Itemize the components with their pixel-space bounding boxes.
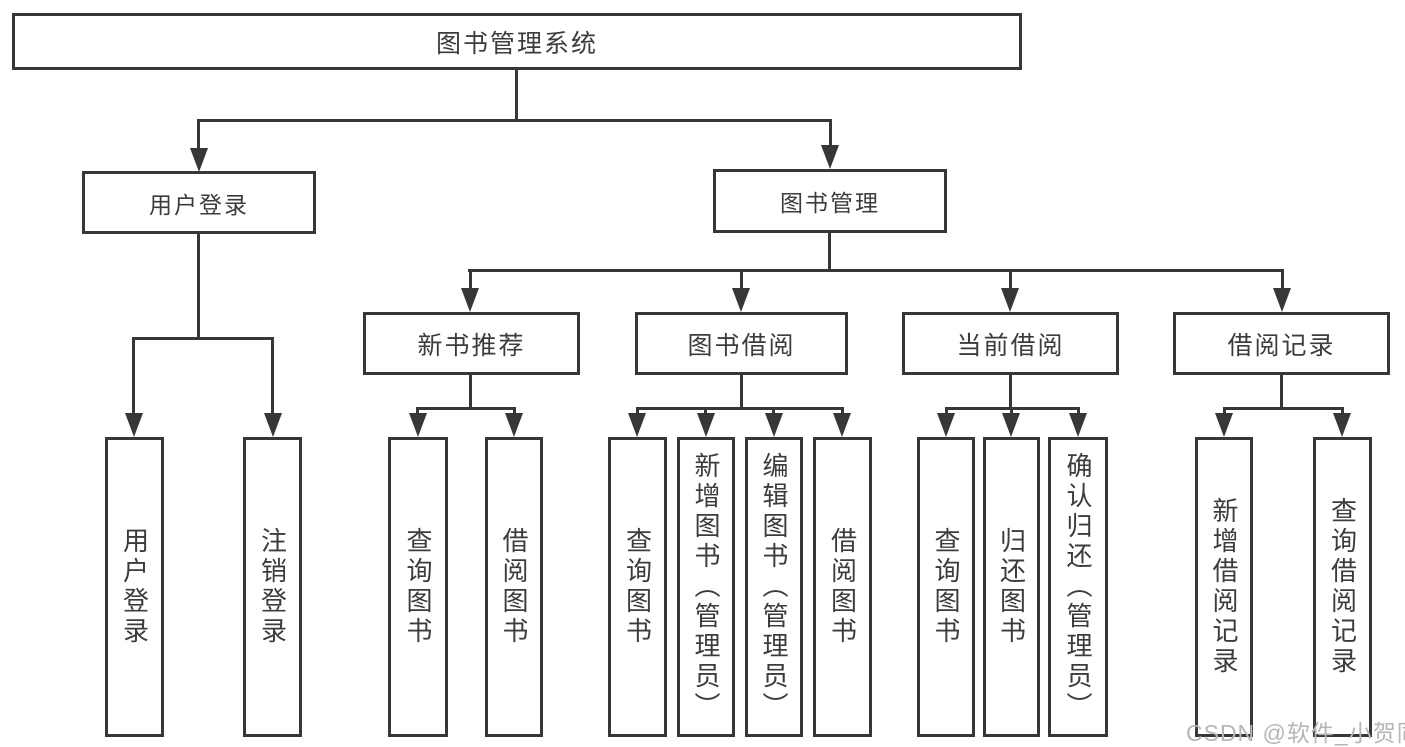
arrowhead-down-icon [697,413,715,437]
leaf-label: 新增借阅记录 [1209,497,1239,677]
leaf-query-book-recommend: 查询图书 [388,437,448,737]
node-book-borrow-label: 图书借阅 [687,331,796,360]
arrowhead-down-icon [1002,413,1020,437]
connector-line [416,407,419,417]
leaf-add-borrow-record: 新增借阅记录 [1195,437,1253,737]
leaf-confirm-return-admin: 确认归还（管理员） [1048,437,1108,737]
connector-line [1009,269,1012,292]
leaf-edit-book-admin: 编辑图书（管理员） [745,437,803,737]
arrowhead-down-icon [765,413,783,437]
arrowhead-down-icon [628,413,646,437]
node-new-book-recommend: 新书推荐 [363,312,580,375]
connector-line [271,337,274,417]
connector-line [636,407,639,417]
arrowhead-down-icon [1069,413,1087,437]
connector-line [197,234,200,337]
leaf-label: 借阅图书 [499,527,529,647]
arrowhead-down-icon [1215,413,1233,437]
connector-line [468,269,1284,272]
arrowhead-down-icon [937,413,955,437]
arrowhead-down-icon [409,413,427,437]
leaf-user-login: 用户登录 [105,437,164,737]
connector-line [841,407,844,417]
node-borrow-record-label: 借阅记录 [1227,331,1336,360]
node-root-label: 图书管理系统 [435,29,598,58]
leaf-label: 查询图书 [622,527,653,647]
arrowhead-down-icon [190,148,208,172]
connector-line [1223,407,1344,410]
connector-line [740,375,743,407]
connector-line [704,407,707,417]
leaf-label: 新增图书（管理员） [691,452,721,722]
arrowhead-down-icon [264,413,282,437]
arrowhead-down-icon [125,413,143,437]
connector-line [513,407,516,417]
connector-line [1223,407,1226,417]
connector-line [828,233,831,269]
connector-line [469,375,472,407]
connector-line [132,337,274,340]
leaf-label: 注销登录 [257,527,288,647]
csdn-watermark: CSDN @软件_小贺同学 [1186,720,1405,746]
node-user-login-label: 用户登录 [149,191,249,218]
leaf-label: 用户登录 [119,527,150,647]
leaf-label: 查询图书 [931,527,961,647]
connector-line [636,407,844,410]
node-current-borrow-label: 当前借阅 [956,331,1065,360]
connector-line [416,407,516,410]
connector-line [1341,407,1344,417]
leaf-borrow-book-recommend: 借阅图书 [485,437,543,737]
arrowhead-down-icon [505,413,523,437]
arrowhead-down-icon [821,145,839,169]
leaf-add-book-admin: 新增图书（管理员） [677,437,735,737]
leaf-query-borrow-record: 查询借阅记录 [1313,437,1372,737]
connector-line [1009,375,1012,407]
arrowhead-down-icon [732,288,750,312]
connector-line [515,70,518,119]
arrowhead-down-icon [1333,413,1351,437]
arrowhead-down-icon [833,413,851,437]
connector-line [945,407,948,417]
arrowhead-down-icon [1273,288,1291,312]
leaf-borrow-book: 借阅图书 [813,437,872,737]
arrowhead-down-icon [1001,288,1019,312]
node-new-book-recommend-label: 新书推荐 [417,331,526,360]
leaf-label: 归还图书 [996,527,1027,647]
node-root: 图书管理系统 [12,13,1022,70]
connector-line [469,269,472,292]
leaf-label: 确认归还（管理员） [1063,452,1093,722]
connector-line [1281,269,1284,292]
connector-line [132,337,135,417]
connector-line [197,119,200,152]
node-user-login: 用户登录 [82,171,316,234]
connector-line [197,119,832,122]
arrowhead-down-icon [461,288,479,312]
connector-line [740,269,743,292]
connector-line [1280,375,1283,407]
connector-line [1077,407,1080,417]
node-borrow-record: 借阅记录 [1173,312,1390,375]
leaf-label: 编辑图书（管理员） [759,452,789,722]
leaf-label: 查询借阅记录 [1327,497,1358,677]
connector-line [772,407,775,417]
node-current-borrow: 当前借阅 [902,312,1119,375]
node-book-management: 图书管理 [713,169,947,233]
leaf-logout: 注销登录 [243,437,302,737]
connector-line [829,119,832,149]
connector-line [1010,407,1013,417]
leaf-label: 借阅图书 [827,527,858,647]
node-book-borrow: 图书借阅 [635,312,848,375]
leaf-label: 查询图书 [403,527,433,647]
leaf-return-book: 归还图书 [983,437,1040,737]
node-book-management-label: 图书管理 [780,190,880,216]
leaf-query-book: 查询图书 [608,437,667,737]
leaf-query-current: 查询图书 [917,437,975,737]
